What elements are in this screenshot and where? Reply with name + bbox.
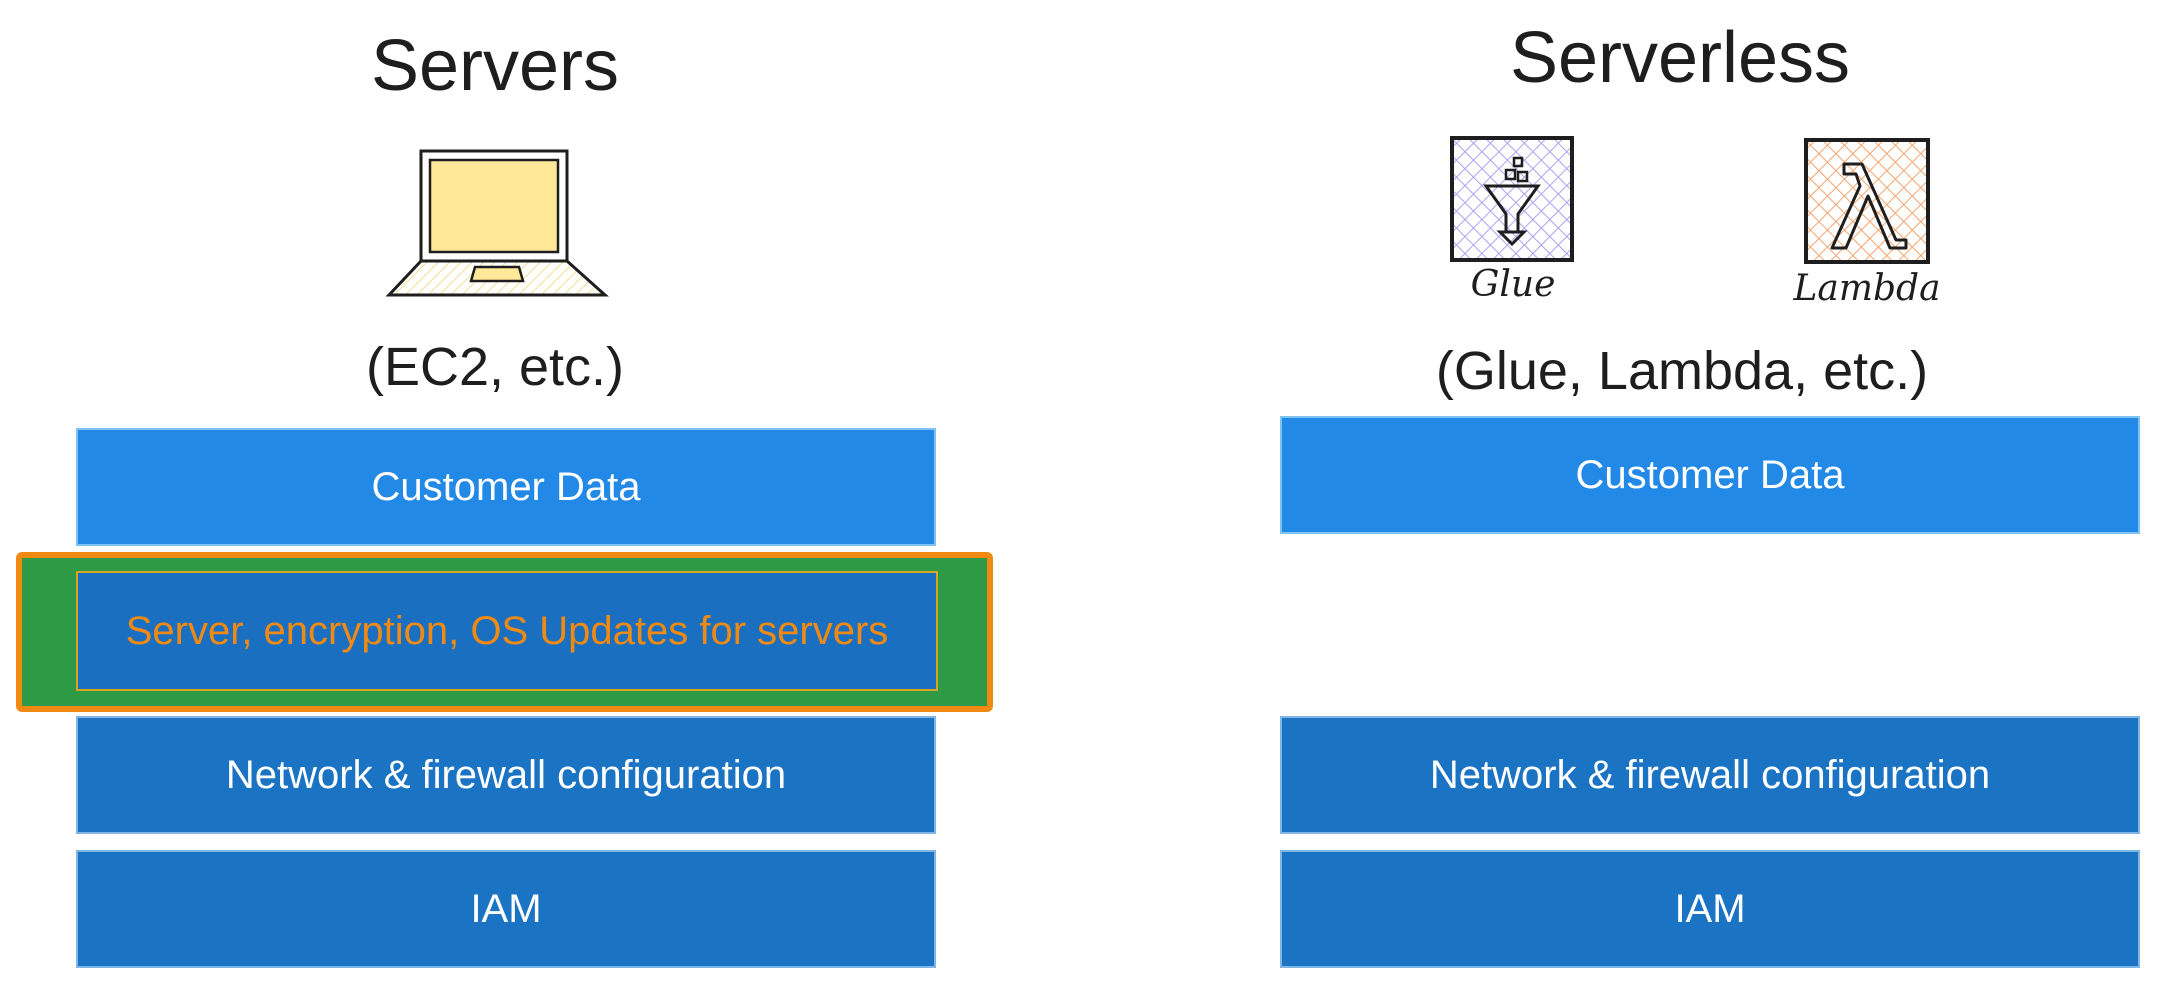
servers-network-layer: Network & firewall configuration xyxy=(76,716,936,834)
servers-iam-layer: IAM xyxy=(76,850,936,968)
glue-icon-label: Glue xyxy=(1470,264,1556,305)
servers-customer-data-layer: Customer Data xyxy=(76,428,936,546)
serverless-network-layer: Network & firewall configuration xyxy=(1280,716,2140,834)
laptop-icon xyxy=(385,145,610,300)
serverless-customer-data-layer: Customer Data xyxy=(1280,416,2140,534)
lambda-icon-label: Lambda xyxy=(1793,268,1941,309)
glue-icon xyxy=(1448,134,1578,264)
servers-server-os-layer: Server, encryption, OS Updates for serve… xyxy=(76,571,938,691)
lambda-icon xyxy=(1802,136,1932,266)
serverless-iam-layer: IAM xyxy=(1280,850,2140,968)
servers-title: Servers xyxy=(370,26,620,106)
servers-subtitle: (EC2, etc.) xyxy=(365,337,625,397)
serverless-title: Serverless xyxy=(1509,18,1851,98)
serverless-subtitle: (Glue, Lambda, etc.) xyxy=(1435,341,1929,401)
